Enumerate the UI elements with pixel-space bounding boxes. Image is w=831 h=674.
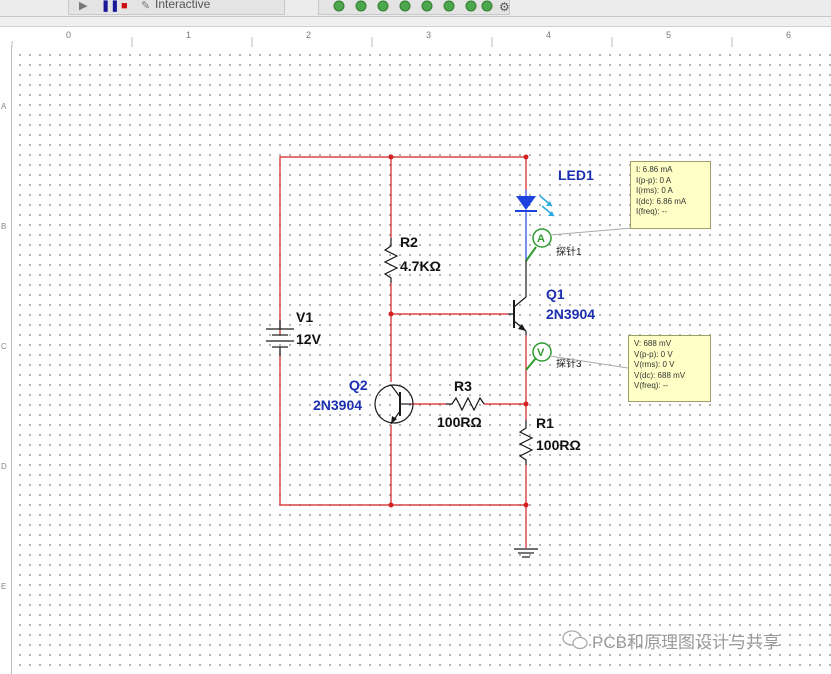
resistor-r2[interactable]	[383, 238, 399, 283]
readout-line: I(freq): --	[636, 207, 668, 216]
readout-line: I: 6.86 mA	[636, 165, 673, 174]
ruler-letter: A	[1, 102, 7, 111]
wire-top[interactable]	[279, 156, 527, 335]
ground-icon[interactable]	[514, 548, 538, 558]
gear-icon[interactable]: ⚙	[499, 0, 510, 14]
ruler-number: 4	[546, 30, 552, 40]
r1-value: 100RΩ	[536, 437, 581, 453]
simulation-controls: ▶ ❚❚ ■ ✎ Interactive	[68, 0, 285, 15]
ruler-ticks	[11, 37, 733, 47]
voltage-probe-icon[interactable]	[421, 0, 433, 12]
wire-r2-base[interactable]	[390, 283, 508, 315]
junctions	[388, 154, 529, 508]
voltage-probe-3[interactable]: V	[525, 342, 552, 371]
ruler-letter: D	[1, 462, 7, 471]
current-probe-1[interactable]: A	[525, 228, 552, 262]
readout-line: I(p-p): 0 A	[636, 175, 672, 185]
current-probe-icon[interactable]	[443, 0, 455, 12]
pause-icon[interactable]: ❚❚	[101, 0, 120, 12]
simulation-toolbar: ▶ ❚❚ ■ ✎ Interactive ⚙	[0, 0, 831, 17]
probe-icon[interactable]	[481, 0, 493, 12]
ruler-number: 5	[666, 30, 672, 40]
r3-name: R3	[454, 378, 472, 394]
wire-bottom[interactable]	[279, 350, 527, 506]
mode-label[interactable]: Interactive	[155, 0, 211, 11]
wechat-icon	[562, 630, 588, 650]
ruler-number: 1	[186, 30, 192, 40]
wires	[279, 156, 527, 548]
readout-line: V(p-p): 0 V	[634, 349, 673, 359]
instrument-probe-toolbar: ⚙	[318, 0, 510, 15]
v1-name: V1	[296, 309, 313, 325]
readout-line: I(rms): 0 A	[636, 186, 673, 195]
q2-name: Q2	[349, 377, 368, 393]
probe3-symbol: V	[537, 347, 545, 359]
probe-icon[interactable]	[355, 0, 367, 12]
r2-name: R2	[400, 234, 418, 250]
battery-v1[interactable]	[266, 320, 294, 356]
vertical-ruler: A B C D E	[0, 46, 12, 674]
probe1-leader	[549, 227, 633, 236]
transistor-q2[interactable]	[374, 384, 414, 425]
resistor-r1[interactable]	[518, 420, 534, 465]
ruler-letter: C	[1, 342, 7, 351]
r3-value: 100RΩ	[437, 414, 482, 430]
ruler-number: 0	[66, 30, 72, 40]
probe1-readout: I: 6.86 mA I(p-p): 0 A I(rms): 0 A I(dc)…	[630, 161, 711, 229]
probe3-leader	[549, 355, 629, 369]
v1-value: 12V	[296, 331, 322, 347]
run-icon[interactable]: ▶	[79, 0, 88, 12]
ruler-number: 3	[426, 30, 432, 40]
q1-name: Q1	[546, 286, 565, 302]
wire-r3-r1[interactable]	[484, 403, 527, 420]
probe1-symbol: A	[537, 233, 545, 245]
led1-name: LED1	[558, 167, 594, 183]
resistor-r3[interactable]	[446, 396, 485, 412]
ruler-number: 6	[786, 30, 792, 40]
ruler-number: 2	[306, 30, 312, 40]
r1-name: R1	[536, 415, 554, 431]
watermark-text: PCB和原理图设计与共享	[592, 633, 780, 652]
q2-model: 2N3904	[313, 397, 362, 413]
q1-model: 2N3904	[546, 306, 595, 322]
readout-line: V(freq): --	[634, 381, 669, 390]
r2-value: 4.7KΩ	[400, 258, 441, 274]
readout-line: V: 688 mV	[634, 339, 672, 348]
led1[interactable]	[515, 190, 555, 260]
readout-line: V(rms): 0 V	[634, 360, 675, 369]
ruler-letter: E	[1, 582, 7, 591]
ruler-letter: B	[1, 222, 7, 231]
stop-icon[interactable]: ■	[121, 0, 128, 12]
probe3-readout: V: 688 mV V(p-p): 0 V V(rms): 0 V V(dc):…	[628, 335, 711, 402]
readout-line: V(dc): 688 mV	[634, 370, 686, 380]
probe-icon[interactable]	[399, 0, 411, 12]
probe-icons: ⚙	[333, 0, 510, 14]
probe-icon[interactable]	[377, 0, 389, 12]
interactive-mode-icon[interactable]: ✎	[141, 0, 151, 12]
probe1-label: 探针1	[556, 245, 582, 258]
readout-line: I(dc): 6.86 mA	[636, 196, 687, 206]
voltmeter-icon[interactable]	[333, 0, 345, 12]
q1-emitter-arrow	[518, 324, 526, 331]
voltage-probe-icon[interactable]	[465, 0, 477, 12]
